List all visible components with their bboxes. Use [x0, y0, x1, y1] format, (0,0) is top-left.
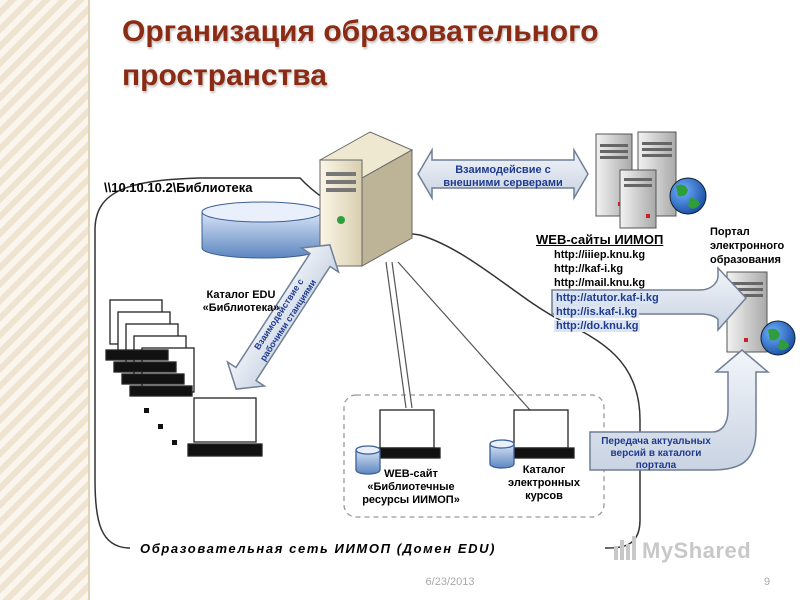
url-item[interactable]: http://iiiep.knu.kg — [554, 249, 646, 261]
url-item[interactable]: http://is.kaf-i.kg — [554, 306, 640, 318]
local-services-group — [343, 394, 605, 518]
web-library-computer-icon — [355, 409, 441, 475]
server-link-course-catalog — [397, 261, 531, 411]
central-server-icon — [318, 131, 414, 267]
slide-title: Организация образовательного пространств… — [122, 15, 599, 92]
decorative-divider — [88, 0, 90, 600]
decorative-side-band — [0, 0, 88, 600]
workstation-icon — [187, 397, 263, 457]
course-catalog-computer-icon — [489, 409, 575, 469]
external-arrow-label: Взаимодейсвие с внешними серверами — [443, 164, 563, 189]
server-link-web-library — [385, 261, 407, 409]
server-link-web-library-2 — [391, 261, 413, 409]
course-catalog-label: Каталог электронных курсов — [508, 464, 580, 502]
web-library-label: WEB-сайт «Библиотечные ресурсы ИИМОП» — [362, 468, 460, 506]
library-database-icon — [201, 201, 323, 259]
url-item[interactable]: http://kaf-i.kg — [554, 263, 624, 275]
library-server-path: \\10.10.10.2\Библиотека — [104, 180, 253, 195]
workstation-interaction-arrow: Взаимодействие с рабочими станциями — [226, 244, 340, 390]
watermark-text: MyShared — [642, 538, 752, 563]
network-label: Образовательная сеть ИИМОП (Домен EDU) — [140, 541, 497, 556]
portal-label: Портал электронного образования — [710, 226, 785, 266]
url-item[interactable]: http://do.knu.kg — [554, 320, 641, 332]
url-item[interactable]: http://atutor.kaf-i.kg — [554, 292, 661, 304]
slide-date: 6/23/2013 — [425, 576, 475, 588]
watermark-logo-icon — [614, 536, 636, 560]
transfer-arrow-label: Передача актуальных версий в каталоги по… — [601, 436, 711, 471]
network-boundary — [94, 177, 641, 549]
portal-server-icon — [726, 271, 796, 356]
catalog-label: Каталог EDU «Библиотека» — [202, 289, 280, 314]
ellipsis-dots — [144, 408, 177, 445]
external-servers-icon — [595, 131, 707, 229]
workstation-stack-icon — [105, 299, 195, 397]
url-item[interactable]: http://mail.knu.kg — [554, 277, 646, 289]
external-interaction-arrow — [417, 147, 589, 201]
slide-page-number: 9 — [764, 576, 771, 588]
transfer-to-portal-arrow — [589, 349, 771, 471]
web-sites-title: WEB-сайты ИИМОП — [536, 232, 664, 247]
